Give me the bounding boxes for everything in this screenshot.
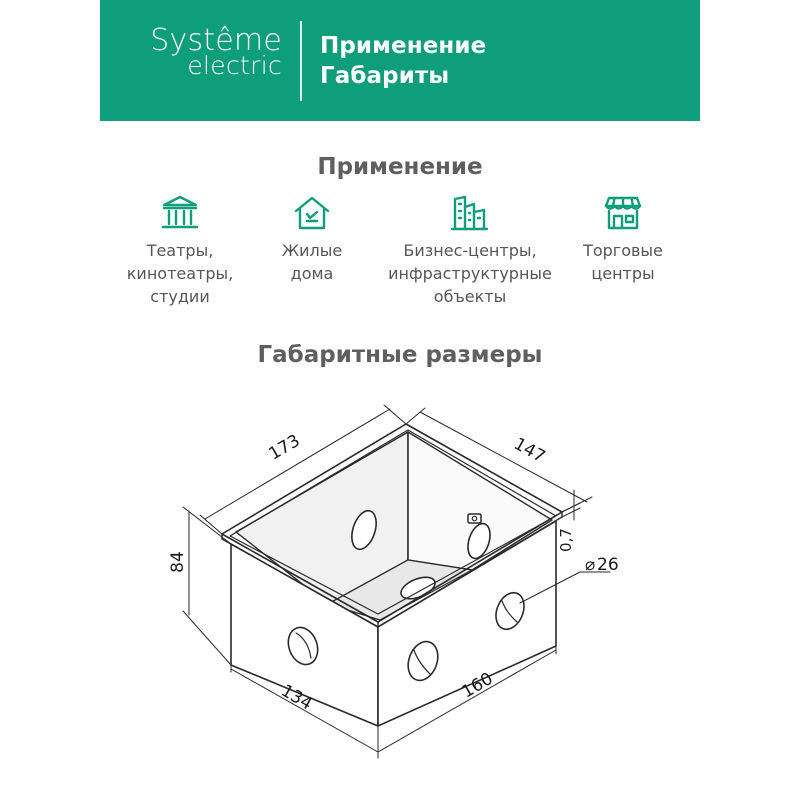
header-divider bbox=[300, 21, 302, 101]
dimension-length-top: 173 bbox=[265, 431, 303, 465]
application-label-business: Бизнес-центры, инфраструктурные объекты bbox=[388, 241, 552, 306]
header-line-dimensions: Габариты bbox=[320, 63, 450, 89]
application-item-business: Бизнес-центры, инфраструктурные объекты bbox=[375, 194, 565, 308]
dimension-hole-diameter: 26 bbox=[597, 555, 619, 575]
office-buildings-icon bbox=[450, 195, 489, 231]
dimension-height: 84 bbox=[168, 551, 188, 573]
header-banner bbox=[100, 0, 700, 121]
application-item-houses: Жилые дома bbox=[262, 194, 362, 285]
application-label-theaters: Театры, кинотеатры, студии bbox=[126, 241, 234, 306]
theater-building-icon bbox=[161, 195, 199, 229]
brand-logo: Systême electric bbox=[116, 23, 282, 80]
header-line-application: Применение bbox=[320, 33, 487, 59]
dimension-width-bottom: 160 bbox=[458, 669, 496, 703]
dimension-flange: 0,7 bbox=[557, 528, 575, 552]
application-item-theaters: Театры, кинотеатры, студии bbox=[110, 194, 250, 308]
application-label-houses: Жилые дома bbox=[281, 241, 343, 283]
dimension-hole-diameter-symbol: ⌀ bbox=[585, 555, 595, 575]
dimension-length-bottom: 134 bbox=[277, 681, 315, 715]
logo-wordmark-bottom: electric bbox=[187, 51, 282, 80]
header-title: Применение Габариты bbox=[320, 31, 486, 91]
logo-wordmark-top: Systême bbox=[150, 23, 282, 58]
shop-icon bbox=[604, 196, 642, 230]
dimensions-title: Габаритные размеры bbox=[257, 342, 543, 368]
dimension-width-top: 147 bbox=[510, 434, 548, 467]
application-item-shops: Торговые центры bbox=[567, 194, 679, 285]
application-label-shops: Торговые центры bbox=[583, 241, 663, 283]
house-icon bbox=[294, 196, 330, 230]
application-title: Применение bbox=[317, 154, 483, 180]
